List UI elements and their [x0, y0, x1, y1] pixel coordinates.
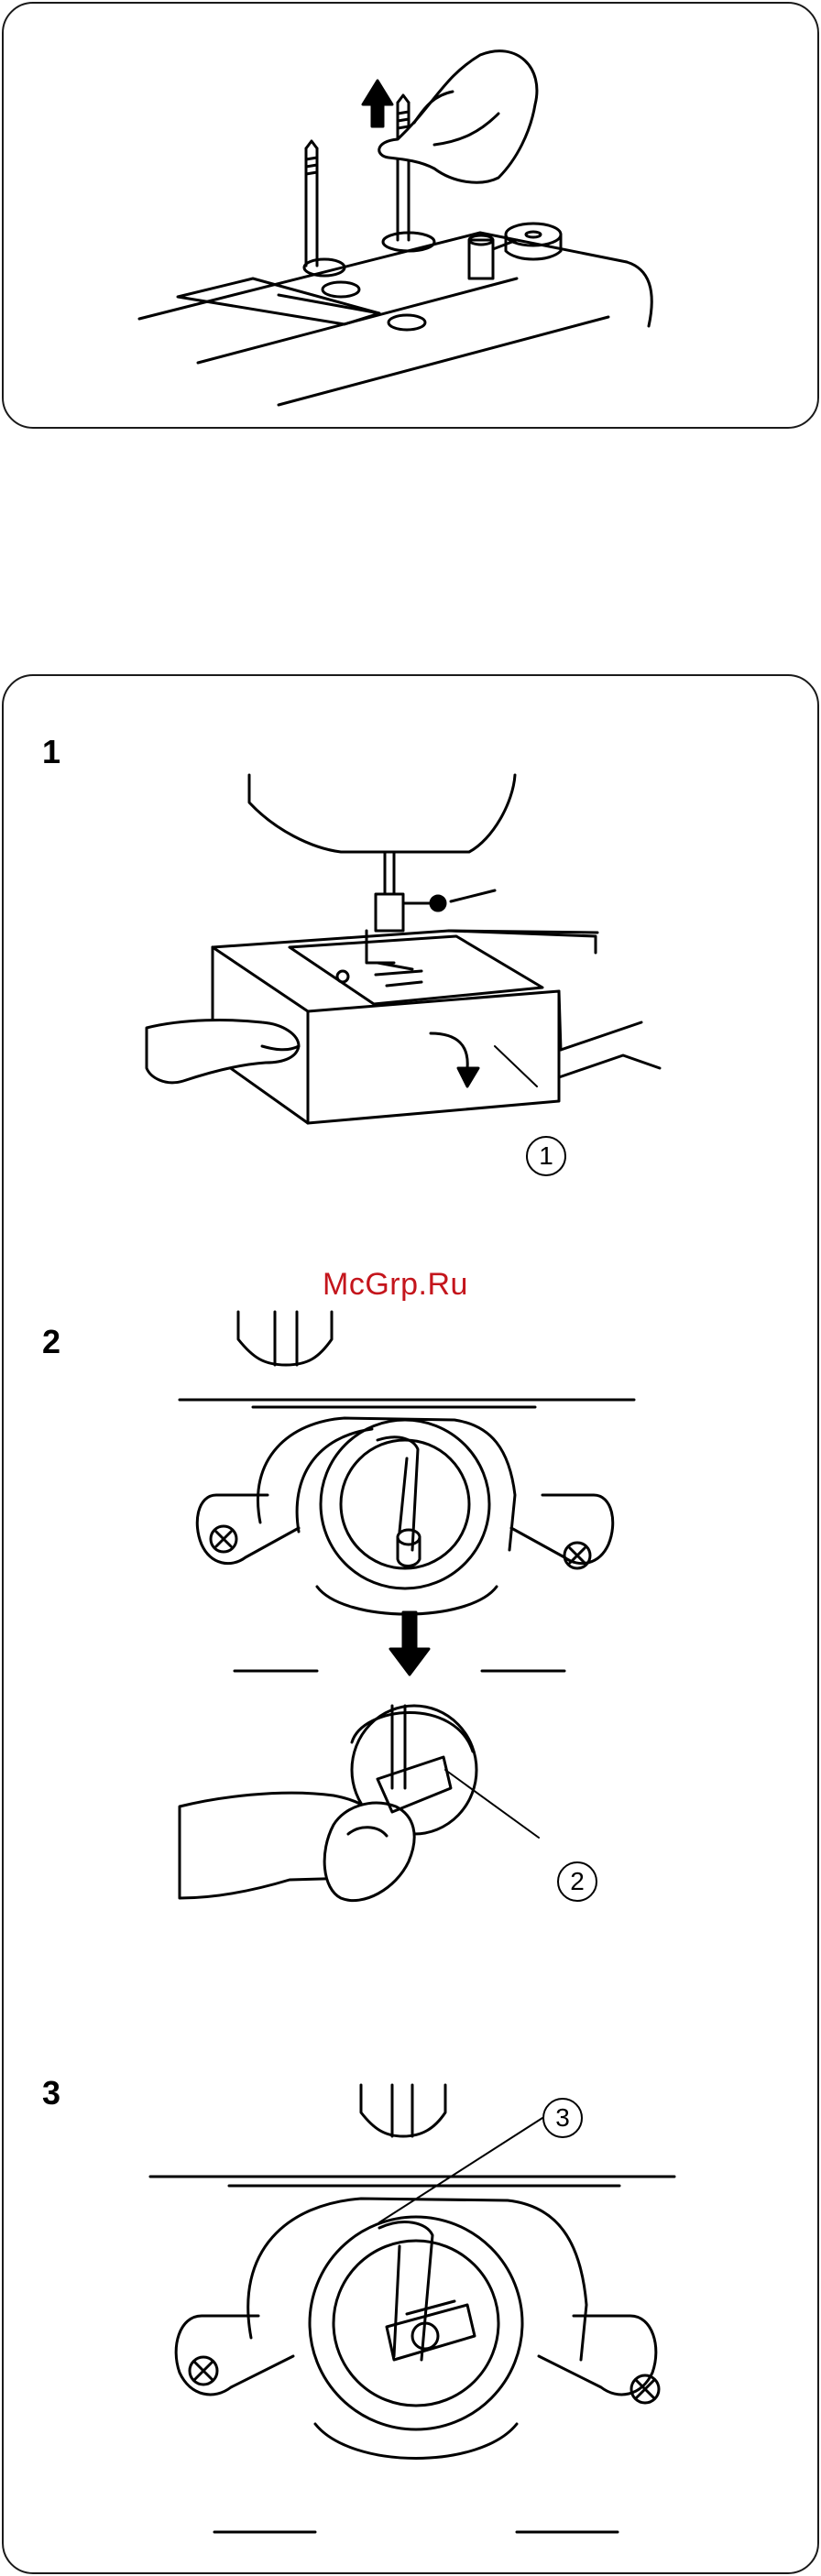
step-3-illustration: [150, 2085, 682, 2561]
step-number-1: 1: [42, 733, 60, 771]
watermark: McGrp.Ru: [323, 1267, 468, 1303]
spool-pin-illustration: [4, 4, 821, 431]
callout-1: 1: [526, 1136, 566, 1176]
step-number-2: 2: [42, 1323, 60, 1361]
spool-pin-illustration-panel: [2, 2, 819, 429]
step-number-3: 3: [42, 2074, 60, 2112]
step-2-illustration: [180, 1312, 638, 1935]
callout-2: 2: [557, 1861, 597, 1902]
step-1-illustration: [147, 775, 660, 1160]
